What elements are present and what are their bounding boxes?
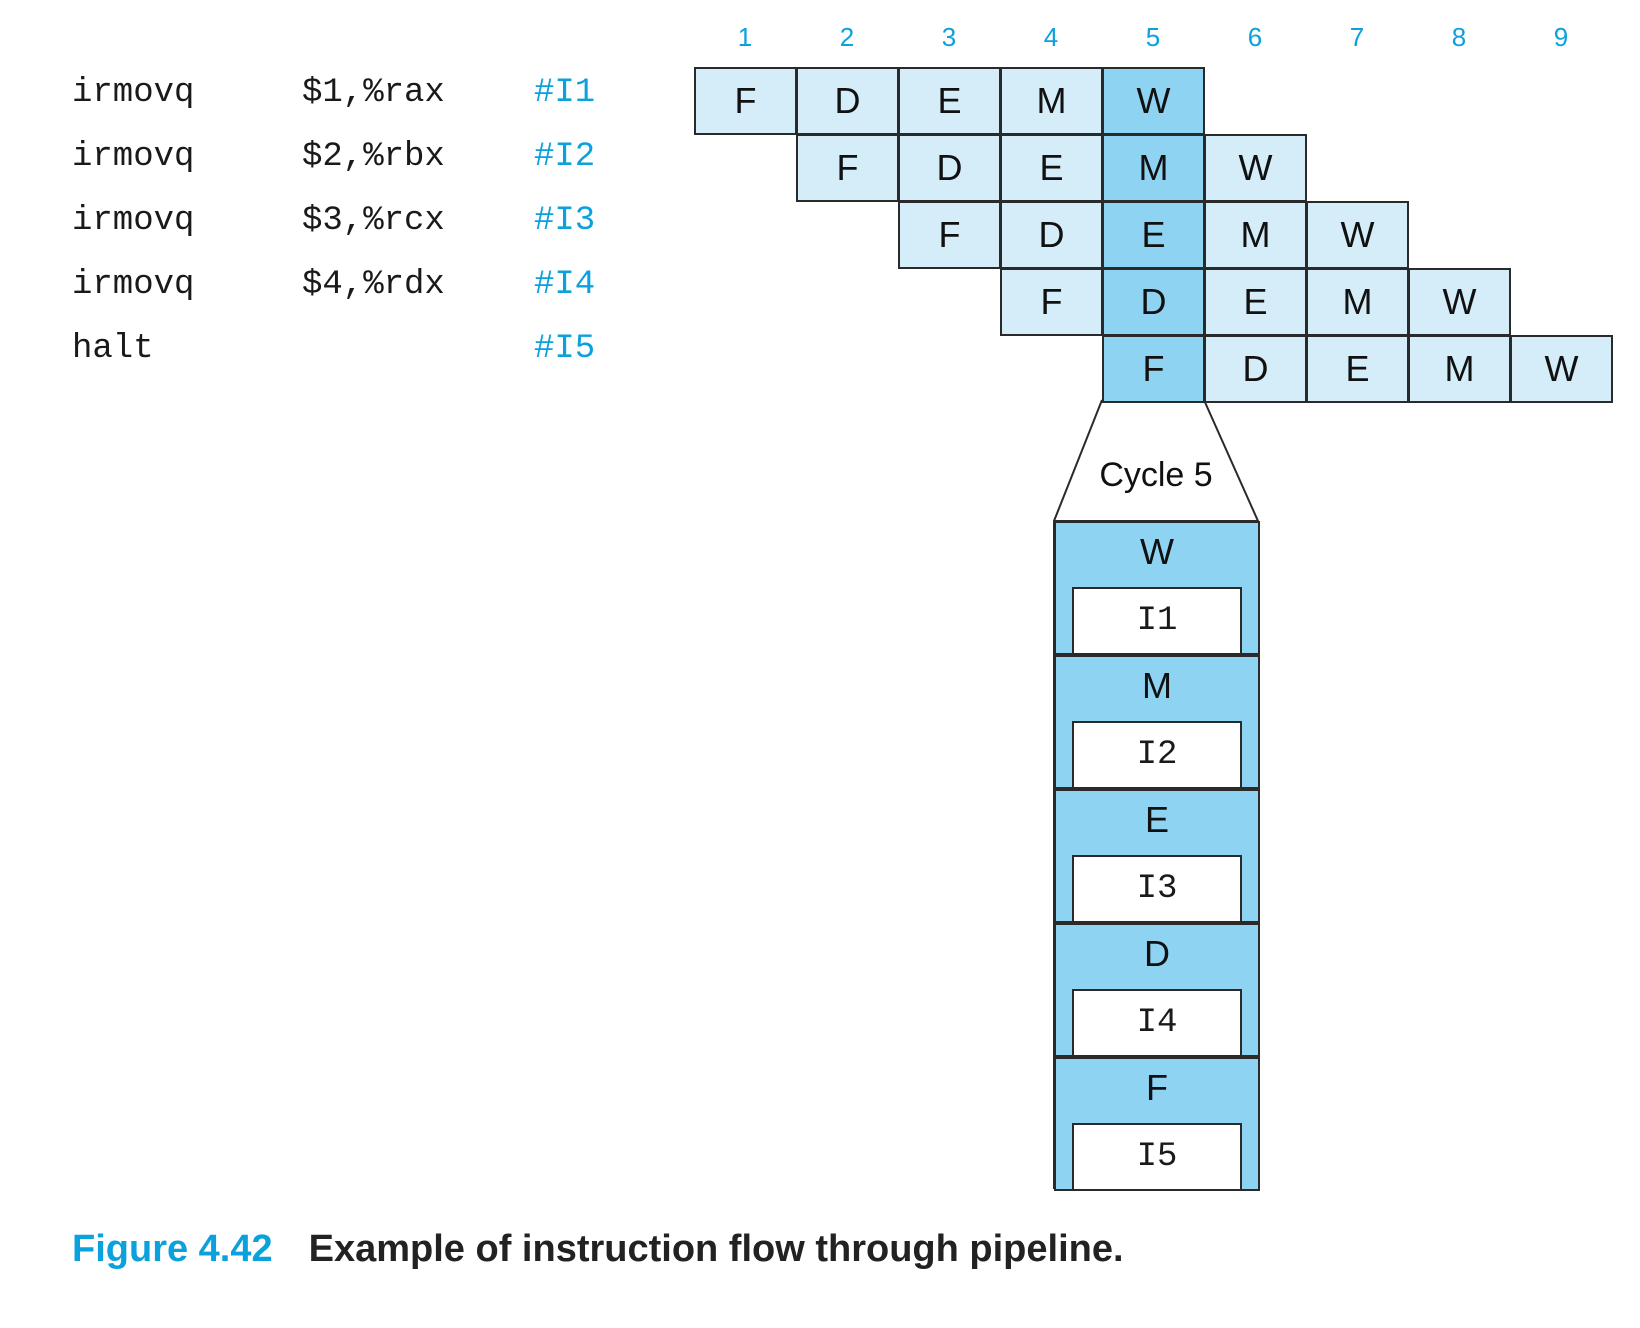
pipeline-stage-cell: F	[796, 134, 899, 202]
pipeline-stage-cell: E	[1204, 268, 1307, 336]
pipeline-stage-cell: F	[898, 201, 1001, 269]
stage-instruction-box: I2	[1072, 721, 1242, 787]
pipeline-stage-cell: W	[1510, 335, 1613, 403]
pipeline-stage-cell: E	[898, 67, 1001, 135]
stage-label: W	[1140, 531, 1174, 572]
instr-op: irmovq	[72, 202, 195, 240]
cycle-stage-block: F I5	[1054, 1057, 1260, 1191]
pipeline-stage-cell: D	[796, 67, 899, 135]
pipeline-stage-cell: W	[1306, 201, 1409, 269]
pipeline-stage-cell: M	[1102, 134, 1205, 202]
stage-label: F	[1146, 1067, 1168, 1108]
instr-tag: #I2	[534, 138, 596, 176]
stage-label: D	[1144, 933, 1170, 974]
stage-instruction-box: I1	[1072, 587, 1242, 653]
stage-label: M	[1142, 665, 1172, 706]
pipeline-stage-cell: M	[1408, 335, 1511, 403]
stage-label: E	[1144, 799, 1169, 840]
figure-caption: Figure 4.42 Example of instruction flow t…	[72, 1228, 1124, 1271]
instr-tag: #I5	[534, 330, 596, 368]
cycle-stage-block: D I4	[1054, 923, 1260, 1057]
instr-op: irmovq	[72, 74, 195, 112]
cycle-number: 6	[1247, 22, 1263, 52]
pipeline-stage-cell: M	[1204, 201, 1307, 269]
pipeline-stage-cell: E	[1102, 201, 1205, 269]
pipeline-stage-cell: D	[898, 134, 1001, 202]
cycle-number: 7	[1349, 22, 1365, 52]
pipeline-stage-cell: E	[1306, 335, 1409, 403]
instr-op: halt	[72, 330, 154, 368]
instr-args: $2,%rbx	[302, 138, 445, 176]
pipeline-stage-cell: D	[1204, 335, 1307, 403]
stage-instruction-box: I3	[1072, 855, 1242, 921]
figure-title: Example of instruction flow through pipe…	[308, 1228, 1124, 1270]
instr-tag: #I3	[534, 202, 596, 240]
pipeline-stage-cell: W	[1102, 67, 1205, 135]
instr-args: $4,%rdx	[302, 266, 445, 304]
pipeline-stage-cell: F	[1000, 268, 1103, 336]
cycle-number: 1	[737, 22, 753, 52]
pipeline-stage-cell: E	[1000, 134, 1103, 202]
instr-tag: #I1	[534, 74, 596, 112]
stage-instruction-box: I5	[1072, 1123, 1242, 1189]
cycle-number: 5	[1145, 22, 1161, 52]
pipeline-stage-cell: F	[694, 67, 797, 135]
zoom-title: Cycle 5	[1099, 456, 1213, 494]
pipeline-stage-cell: W	[1408, 268, 1511, 336]
instr-op: irmovq	[72, 266, 195, 304]
cycle-stage-block: M I2	[1054, 655, 1260, 789]
cycle-number: 8	[1451, 22, 1467, 52]
instr-op: irmovq	[72, 138, 195, 176]
pipeline-stage-cell: D	[1102, 268, 1205, 336]
stage-instruction-box: I4	[1072, 989, 1242, 1055]
cycle-stage-block: W I1	[1054, 521, 1260, 655]
pipeline-stage-cell: M	[1306, 268, 1409, 336]
figure-number: Figure 4.42	[72, 1228, 273, 1270]
cycle-number: 2	[839, 22, 855, 52]
pipeline-stage-cell: F	[1102, 335, 1205, 403]
instr-args: $1,%rax	[302, 74, 445, 112]
cycle-stage-block: E I3	[1054, 789, 1260, 923]
instr-tag: #I4	[534, 266, 596, 304]
pipeline-stage-cell: W	[1204, 134, 1307, 202]
pipeline-stage-cell: D	[1000, 201, 1103, 269]
cycle-number: 4	[1043, 22, 1059, 52]
instr-args: $3,%rcx	[302, 202, 445, 240]
cycle-number: 3	[941, 22, 957, 52]
pipeline-stage-cell: M	[1000, 67, 1103, 135]
cycle-number: 9	[1553, 22, 1569, 52]
